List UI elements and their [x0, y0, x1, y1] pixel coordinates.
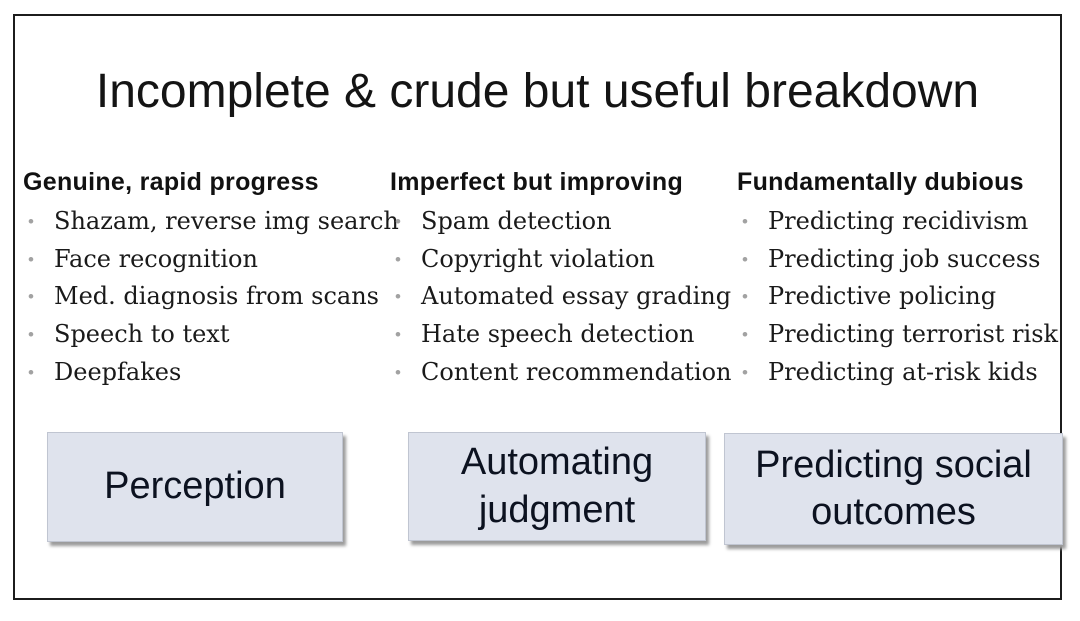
bullet-icon: • — [28, 325, 34, 345]
column-header: Fundamentally dubious — [737, 168, 1024, 196]
list-item-text: Shazam, reverse img search — [54, 207, 399, 235]
list-item-text: Predicting at-risk kids — [768, 357, 1038, 386]
bullet-list: • Predicting recidivism • Predicting job… — [737, 203, 1062, 392]
list-item: • Hate speech detection — [390, 316, 730, 354]
list-item: • Predicting job success — [737, 241, 1062, 279]
bullet-icon: • — [395, 249, 401, 269]
slide-title: Incomplete & crude but useful breakdown — [95, 65, 980, 118]
list-item: • Predicting at-risk kids — [737, 354, 1062, 392]
list-item: • Predictive policing — [737, 278, 1062, 316]
list-item-text: Copyright violation — [421, 244, 655, 273]
slide-canvas: Incomplete & crude but useful breakdown … — [13, 14, 1063, 600]
list-item: • Speech to text — [23, 316, 375, 354]
bullet-icon: • — [395, 287, 401, 307]
list-item-text: Deepfakes — [54, 357, 182, 386]
category-box-automating-judgment: Automating judgment — [408, 432, 706, 541]
list-item-text: Predictive policing — [768, 282, 997, 311]
list-item-text: Spam detection — [421, 207, 612, 235]
list-item: • Med. diagnosis from scans — [23, 278, 379, 316]
list-item-text: Hate speech detection — [421, 320, 695, 349]
list-item-text: Face recognition — [54, 244, 258, 273]
category-box-predicting-social-outcomes: Predicting social outcomes — [724, 433, 1063, 545]
category-box-perception: Perception — [47, 432, 343, 542]
bullet-icon: • — [28, 362, 34, 382]
column-fundamentally-dubious: Fundamentally dubious • Predicting recid… — [737, 166, 1062, 392]
column-imperfect-improving: Imperfect but improving • Spam detection… — [390, 166, 732, 392]
bullet-icon: • — [395, 362, 401, 382]
list-item-text: Content recommendation — [421, 357, 732, 386]
list-item-text: Automated essay grading — [421, 282, 732, 311]
bullet-icon: • — [395, 212, 401, 231]
bullet-icon: • — [742, 212, 748, 231]
bullet-icon: • — [28, 249, 34, 269]
list-item: • Copyright violation — [390, 241, 730, 279]
list-item-text: Speech to text — [54, 320, 230, 349]
list-item: • Predicting recidivism — [737, 203, 1062, 241]
bullet-icon: • — [742, 362, 748, 382]
list-item: • Face recognition — [23, 241, 375, 279]
list-item-text: Predicting terrorist risk — [768, 320, 1059, 349]
bullet-icon: • — [742, 287, 748, 307]
list-item: • Deepfakes — [23, 354, 375, 392]
list-item: • Automated essay grading — [390, 278, 732, 316]
bullet-list: • Spam detection • Copyright violation •… — [390, 203, 732, 392]
column-header: Imperfect but improving — [390, 168, 684, 196]
list-item-text: Predicting recidivism — [768, 207, 1029, 235]
list-item-text: Predicting job success — [768, 244, 1041, 273]
column-header: Genuine, rapid progress — [23, 168, 319, 196]
column-genuine-progress: Genuine, rapid progress • Shazam, revers… — [23, 166, 399, 392]
list-item-text: Med. diagnosis from scans — [54, 282, 379, 311]
list-item: • Predicting terrorist risk — [737, 316, 1062, 354]
bullet-icon: • — [395, 325, 401, 345]
list-item: • Content recommendation — [390, 354, 732, 392]
bullet-icon: • — [28, 212, 34, 231]
list-item: • Shazam, reverse img search — [23, 203, 399, 241]
bullet-list: • Shazam, reverse img search • Face reco… — [23, 203, 399, 392]
list-item: • Spam detection — [390, 203, 730, 241]
bullet-icon: • — [28, 287, 34, 307]
bullet-icon: • — [742, 249, 748, 269]
bullet-icon: • — [742, 325, 748, 345]
